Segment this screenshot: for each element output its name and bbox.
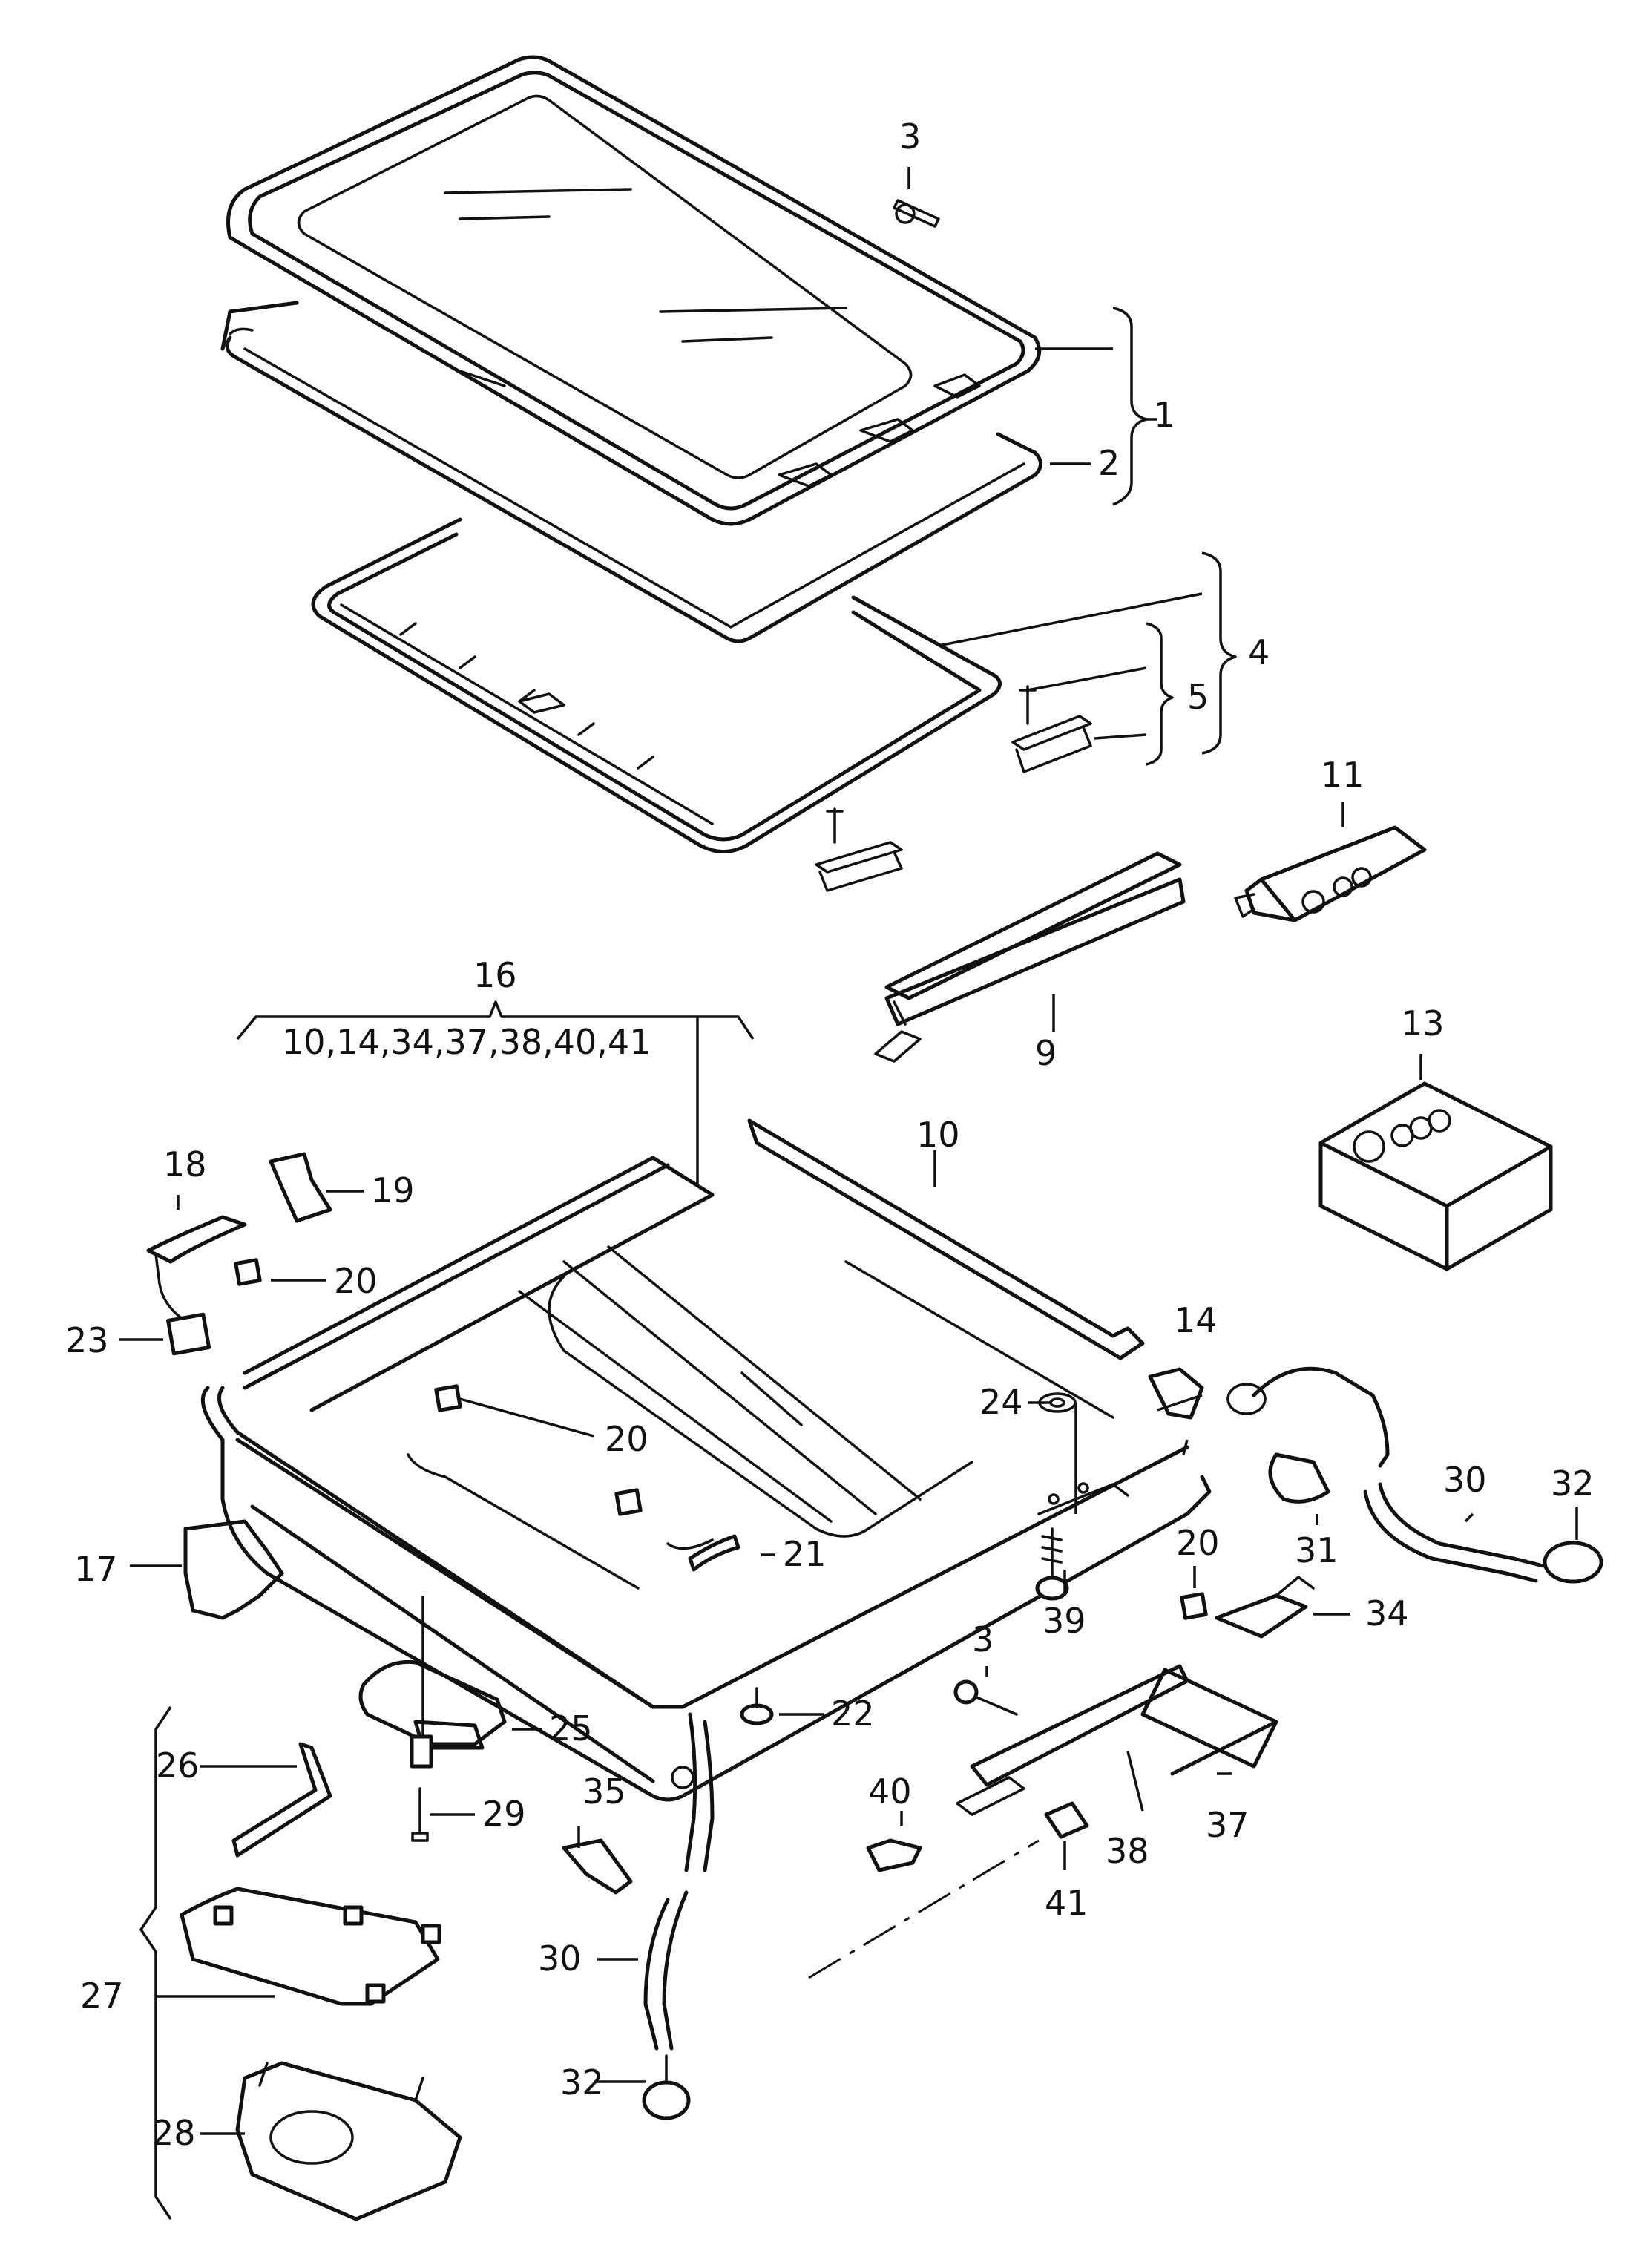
callout-32-bottom: 32: [560, 2062, 604, 2103]
callout-10: 10: [916, 1115, 960, 1155]
glass-panel-part: [226, 55, 1042, 526]
callout-20-b: 20: [605, 1419, 648, 1459]
box-part: [1318, 1081, 1553, 1271]
panel-seal-part: [220, 301, 1042, 643]
callout-17: 17: [74, 1549, 118, 1589]
callout-16-contents: 10,14,34,37,38,40,41: [282, 1022, 651, 1062]
callout-40: 40: [868, 1772, 912, 1812]
callout-3-bottom: 3: [972, 1619, 994, 1659]
callout-37: 37: [1206, 1805, 1249, 1845]
callout-29: 29: [482, 1794, 526, 1834]
callout-22: 22: [831, 1694, 875, 1734]
callout-11: 11: [1321, 755, 1364, 795]
callout-26: 26: [156, 1746, 200, 1786]
callout-31: 31: [1295, 1530, 1339, 1570]
callout-20-c: 20: [1176, 1523, 1220, 1563]
crank-and-covers: [180, 1742, 462, 2221]
callout-41: 41: [1045, 1883, 1088, 1923]
callout-32-right: 32: [1551, 1464, 1595, 1504]
callout-5: 5: [1187, 677, 1209, 717]
callout-labels: 3 1 2 4 5 11 9 13 16 10,14,34,37,38,40,4…: [65, 117, 1595, 2153]
callout-25: 25: [549, 1708, 593, 1748]
callout-13: 13: [1401, 1003, 1445, 1043]
drain-hoses: [642, 1366, 1603, 2120]
callout-14: 14: [1174, 1300, 1218, 1340]
small-parts-right: [562, 1367, 1330, 1979]
callout-24: 24: [979, 1382, 1023, 1422]
screw-part-top: [893, 199, 940, 228]
callout-38: 38: [1106, 1831, 1149, 1871]
callout-39: 39: [1042, 1601, 1086, 1641]
callout-27: 27: [80, 1976, 124, 2016]
small-parts-left: [146, 1152, 1208, 1620]
callout-9: 9: [1035, 1033, 1057, 1073]
main-frame-assembly: [200, 1118, 1212, 1802]
grease-tube-part: [1234, 825, 1427, 922]
callout-28: 28: [152, 2113, 196, 2153]
callout-4: 4: [1248, 632, 1270, 672]
motor-assembly: [358, 1659, 507, 1842]
callout-35: 35: [582, 1772, 626, 1812]
callout-30-bottom: 30: [538, 1938, 582, 1979]
sunroof-frame-part: [311, 517, 1002, 853]
callout-21: 21: [783, 1534, 827, 1574]
bracket-kit-part: [815, 685, 1092, 892]
callout-34: 34: [1365, 1593, 1409, 1633]
callout-16: 16: [473, 955, 517, 995]
callout-3-top: 3: [899, 117, 921, 157]
callout-30-right: 30: [1443, 1460, 1487, 1500]
callout-23: 23: [65, 1320, 109, 1360]
callout-1: 1: [1154, 395, 1175, 435]
leader-lines: [119, 167, 1578, 2220]
callout-2: 2: [1098, 443, 1120, 483]
callout-19: 19: [371, 1170, 415, 1210]
callout-20-a: 20: [334, 1261, 378, 1301]
callout-18: 18: [163, 1144, 207, 1184]
rail-part: [874, 851, 1186, 1063]
